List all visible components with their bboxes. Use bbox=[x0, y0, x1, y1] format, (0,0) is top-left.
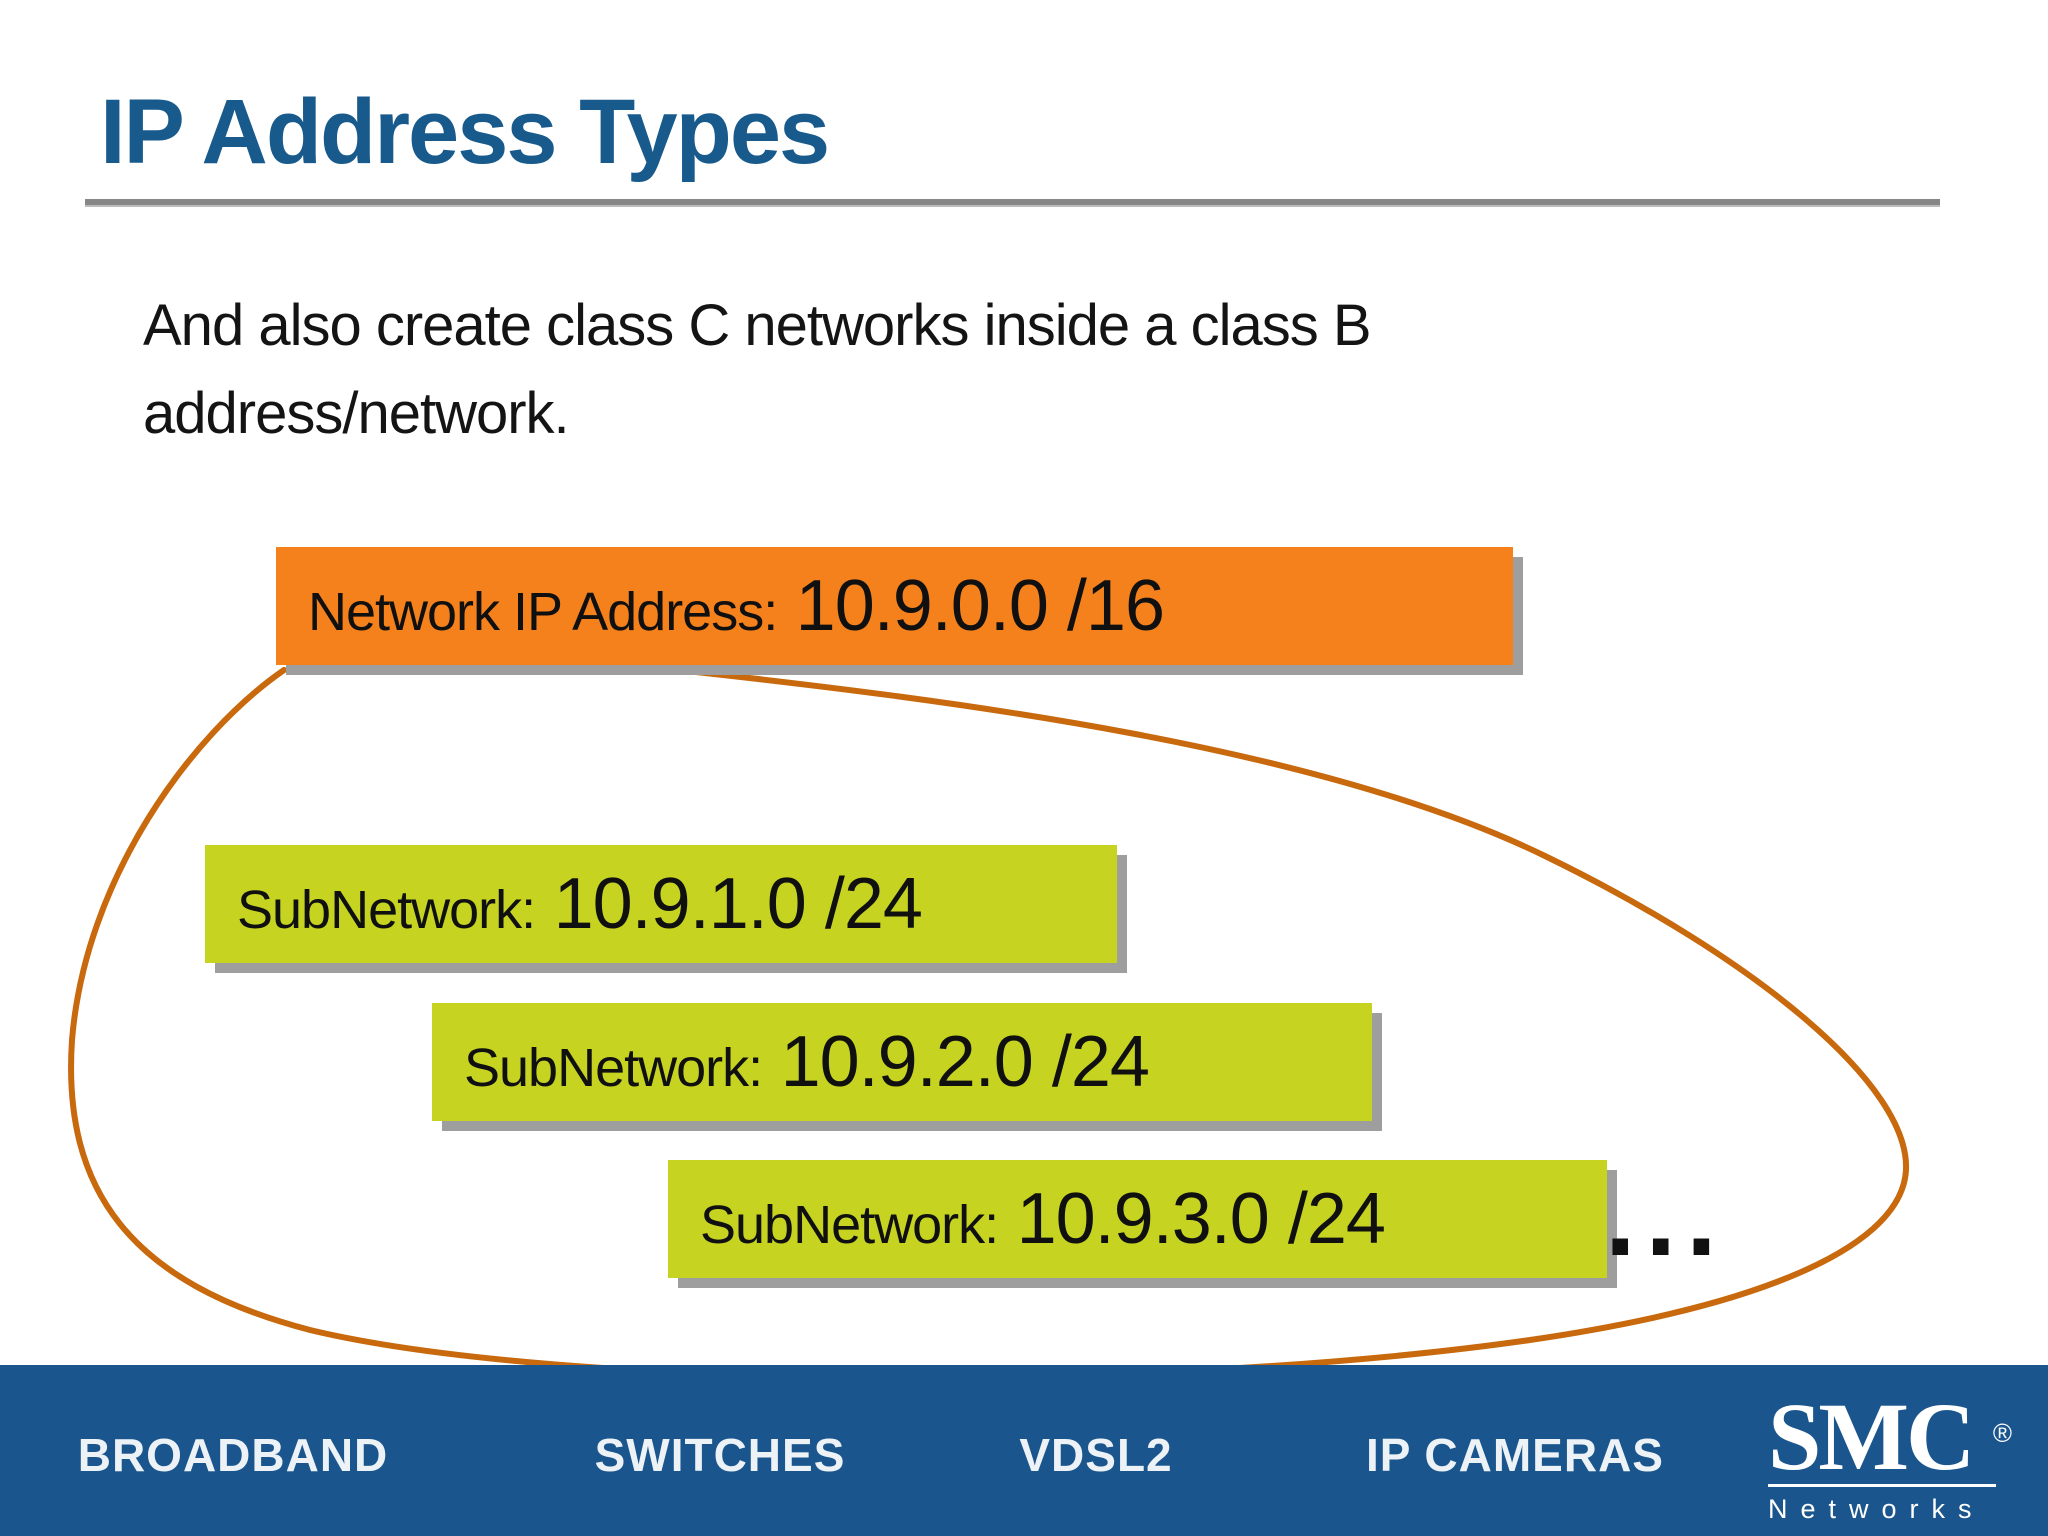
footer-bar: BROADBAND SWITCHES VDSL2 IP CAMERAS bbox=[0, 1365, 2048, 1536]
subnetwork-label: SubNetwork: bbox=[700, 1195, 999, 1255]
footer-item-ip-cameras: IP CAMERAS bbox=[1366, 1429, 1664, 1481]
ellipsis-text: ... bbox=[1605, 1156, 1727, 1279]
subnetwork-box-1: SubNetwork: 10.9.1.0 /24 bbox=[205, 845, 1117, 963]
smc-logo-wordmark: SMC ® bbox=[1768, 1389, 2012, 1485]
smc-networks-logo: SMC ® Networks bbox=[1768, 1389, 2012, 1525]
subnetwork-box-3: SubNetwork: 10.9.3.0 /24 bbox=[668, 1160, 1607, 1278]
smc-logo-subtext: Networks bbox=[1768, 1494, 1985, 1524]
network-ip-box: Network IP Address: 10.9.0.0 /16 bbox=[276, 547, 1513, 665]
body-line: And also create class C networks inside … bbox=[143, 293, 1372, 358]
body-line: address/network. bbox=[143, 381, 570, 446]
subnetwork-value: 10.9.1.0 /24 bbox=[553, 864, 923, 944]
subnetwork-box-2: SubNetwork: 10.9.2.0 /24 bbox=[432, 1003, 1372, 1121]
body-text: And also create class C networks inside … bbox=[143, 282, 1643, 458]
network-ip-value: 10.9.0.0 /16 bbox=[795, 566, 1165, 646]
subnetwork-value: 10.9.2.0 /24 bbox=[780, 1022, 1150, 1102]
footer-item-switches: SWITCHES bbox=[594, 1429, 846, 1481]
title-underline bbox=[85, 199, 1940, 207]
subnetwork-label: SubNetwork: bbox=[237, 880, 536, 940]
subnetwork-value: 10.9.3.0 /24 bbox=[1016, 1179, 1386, 1259]
subnetwork-label: SubNetwork: bbox=[464, 1038, 763, 1098]
network-ip-label: Network IP Address: bbox=[308, 582, 778, 642]
logo-divider bbox=[1768, 1484, 1996, 1487]
page-title: IP Address Types bbox=[100, 81, 830, 183]
registered-trademark-icon: ® bbox=[1992, 1418, 2012, 1448]
footer-item-broadband: BROADBAND bbox=[77, 1429, 389, 1481]
smc-logo-text: SMC bbox=[1768, 1383, 1975, 1490]
footer-item-vdsl2: VDSL2 bbox=[1019, 1429, 1173, 1481]
